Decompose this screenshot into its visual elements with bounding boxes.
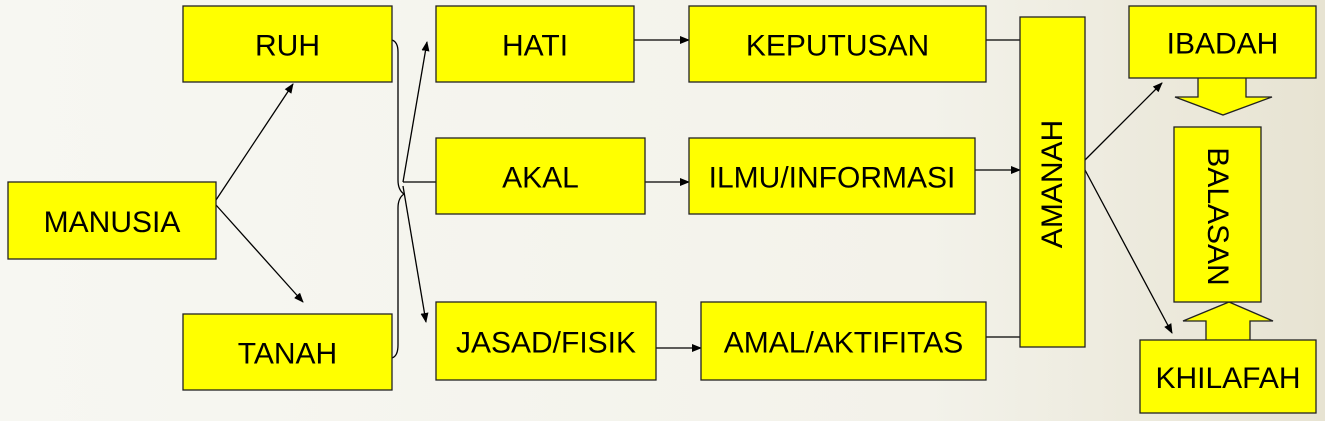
node-amanah-box	[1019, 16, 1086, 348]
node-akal-label: AKAL	[502, 162, 579, 195]
block-arrow-khilafah-to-balasan	[1182, 301, 1274, 340]
arrow-manusia-to-tanah	[215, 204, 304, 303]
node-akal-box	[435, 137, 646, 215]
node-keputusan: KEPUTUSAN	[688, 5, 987, 83]
node-tanah-label: TANAH	[238, 338, 337, 371]
node-tanah-box	[182, 313, 393, 391]
node-ruh: RUH	[182, 5, 393, 83]
arrow-amanah-to-khilafah	[1084, 169, 1173, 334]
node-ibadah-label: IBADAH	[1167, 28, 1279, 61]
node-ruh-box	[182, 5, 393, 83]
node-balasan-box	[1173, 126, 1262, 303]
node-balasan-label: BALASAN	[1201, 147, 1234, 285]
node-hati-label: HATI	[502, 30, 568, 63]
block-arrow-ibadah-to-balasan	[1174, 78, 1273, 116]
node-manusia: MANUSIA	[7, 181, 217, 260]
arrow-manusia-to-ruh	[215, 83, 294, 201]
node-tanah: TANAH	[182, 313, 393, 391]
node-amanah: AMANAH	[1019, 16, 1086, 348]
node-jasad-box	[435, 301, 657, 381]
node-hati: HATI	[435, 5, 635, 83]
node-manusia-label: MANUSIA	[44, 206, 181, 239]
node-manusia-box	[7, 181, 217, 260]
node-amal: AMAL/AKTIFITAS	[700, 301, 987, 381]
node-amal-box	[700, 301, 987, 381]
node-ilmu-box	[688, 137, 976, 215]
arrow-brace-to-hati	[402, 41, 430, 183]
arrow-brace-to-jasad	[402, 185, 429, 323]
arrow-amanah-to-ibadah	[1084, 82, 1163, 161]
node-keputusan-label: KEPUTUSAN	[746, 30, 929, 63]
node-khilafah-box	[1139, 339, 1317, 414]
node-khilafah: KHILAFAH	[1139, 339, 1317, 414]
node-jasad: JASAD/FISIK	[435, 301, 657, 381]
node-hati-box	[435, 5, 635, 83]
node-balasan: BALASAN	[1173, 126, 1262, 303]
node-ibadah: IBADAH	[1128, 5, 1317, 79]
node-amanah-label: AMANAH	[1036, 120, 1069, 248]
node-ilmu-label: ILMU/INFORMASI	[709, 162, 956, 195]
brace-connector	[391, 39, 406, 359]
node-ruh-label: RUH	[255, 30, 320, 63]
node-khilafah-label: KHILAFAH	[1155, 362, 1300, 395]
node-ibadah-box	[1128, 5, 1317, 79]
node-akal: AKAL	[435, 137, 646, 215]
node-keputusan-box	[688, 5, 987, 83]
node-ilmu: ILMU/INFORMASI	[688, 137, 976, 215]
node-jasad-label: JASAD/FISIK	[456, 327, 636, 360]
node-amal-label: AMAL/AKTIFITAS	[724, 327, 964, 360]
